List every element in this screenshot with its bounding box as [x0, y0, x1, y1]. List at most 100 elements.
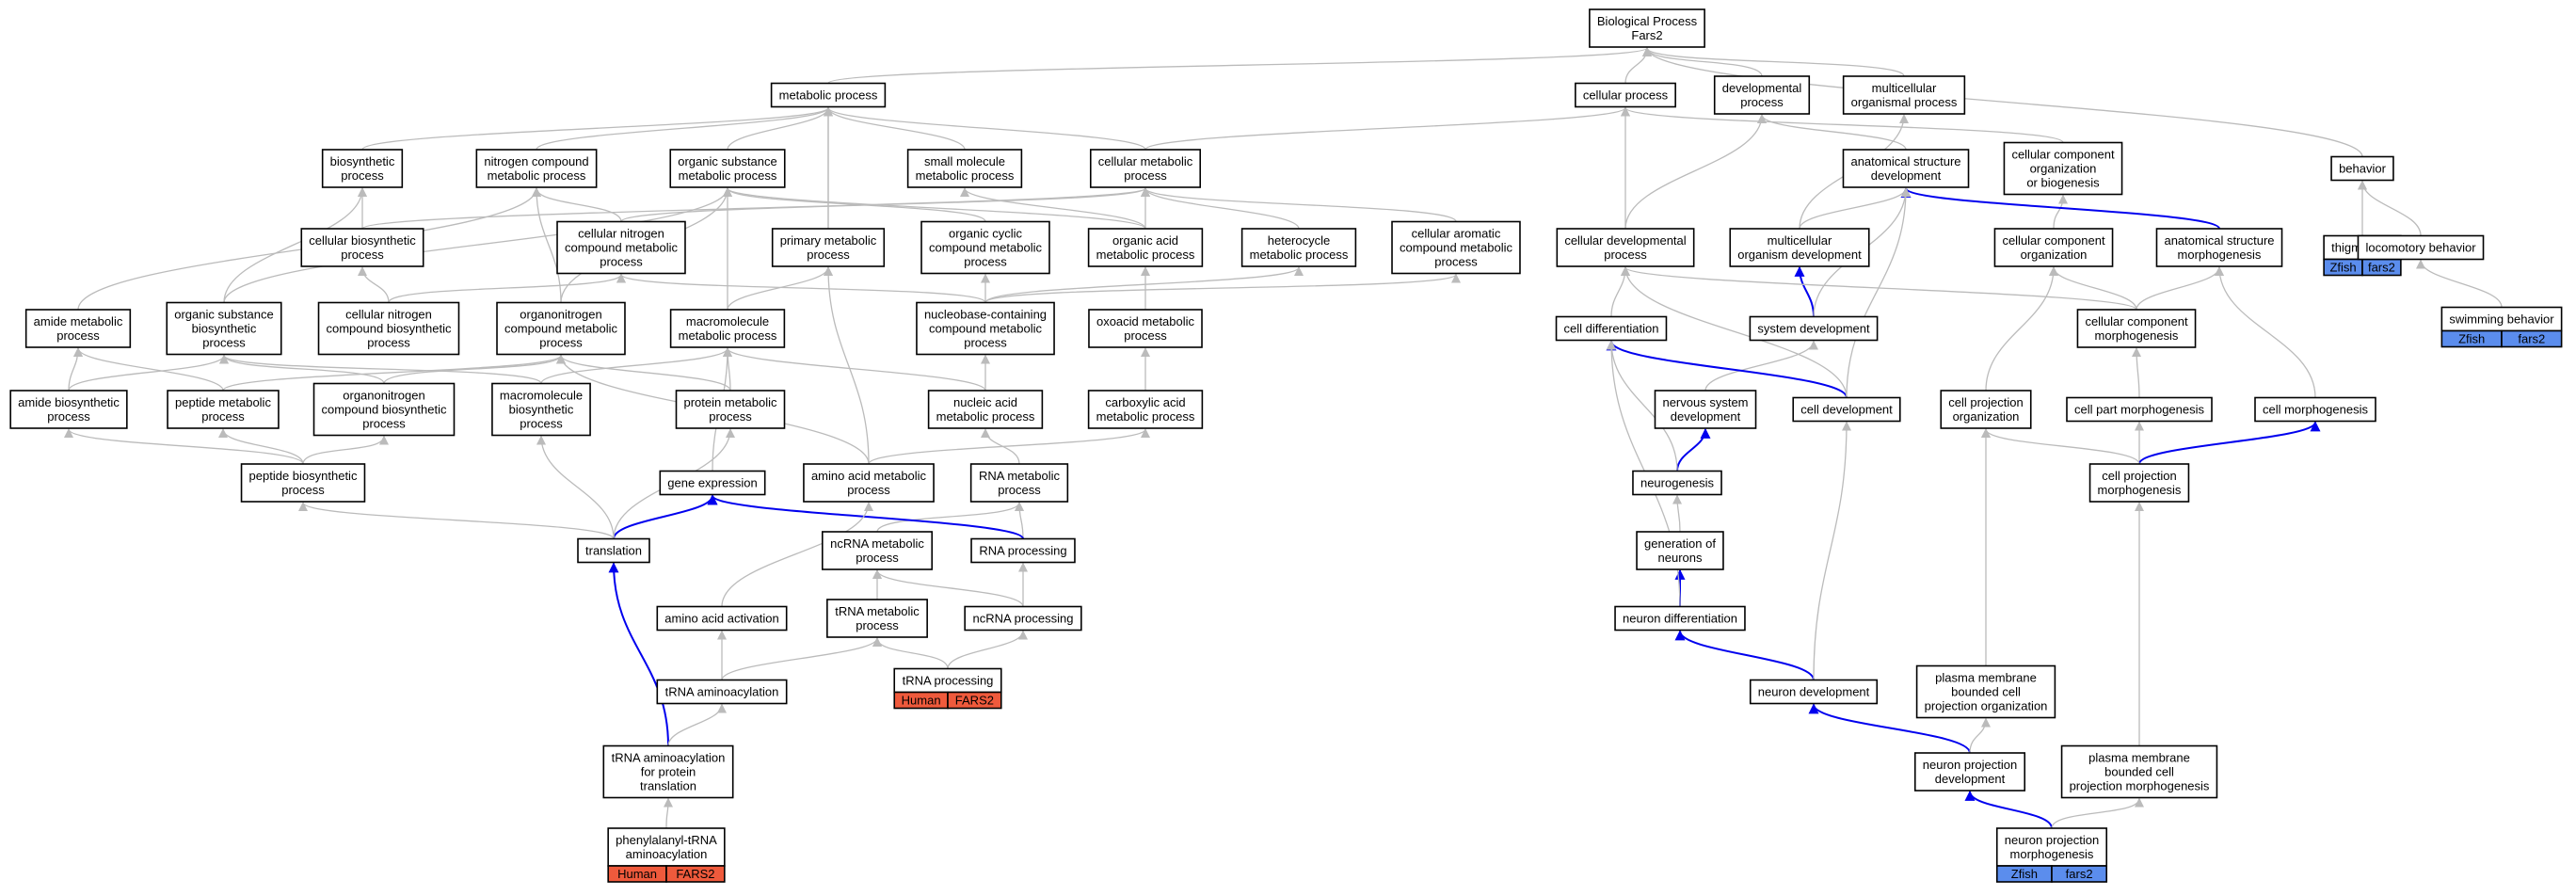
is-a-edge — [1624, 47, 1652, 84]
is-a-edge — [302, 435, 389, 465]
node-box — [556, 220, 686, 275]
node-label: macromolecule — [686, 314, 769, 328]
node-box — [475, 149, 598, 188]
node-label: nucleobase-containing — [924, 308, 1047, 322]
node-box — [2254, 396, 2376, 423]
go-term-node: neurogenesis — [1632, 470, 1722, 496]
node-label: development — [1935, 772, 2006, 786]
species-tag-label: Zfish — [2458, 332, 2485, 346]
node-label: cell projection — [2102, 469, 2177, 483]
node-box — [1993, 228, 2114, 267]
node-label: neuron projection — [2005, 833, 2099, 847]
node-label: process — [47, 409, 90, 424]
node-label: bounded cell — [2104, 765, 2174, 779]
node-label: process — [341, 248, 384, 262]
is-a-edge — [872, 569, 1024, 607]
node-label: amino acid activation — [664, 612, 778, 626]
node-label: anatomical structure — [1850, 154, 1960, 168]
is-a-edge — [1610, 266, 1630, 317]
is-a-edge — [1642, 47, 1763, 77]
is-a-edge — [984, 273, 1461, 304]
species-tag-cell — [947, 691, 1002, 710]
species-tag-label: fars2 — [2066, 867, 2093, 881]
node-label: morphogenesis — [2095, 328, 2179, 343]
node-box — [312, 382, 456, 437]
node-label: cell projection — [1948, 395, 2024, 409]
node-box — [826, 599, 928, 638]
node-label: morphogenesis — [2010, 847, 2094, 861]
is-a-edge — [1985, 266, 2058, 392]
node-label: process — [709, 409, 752, 424]
node-label: locomotory behavior — [2365, 241, 2476, 255]
is-a-edge — [1141, 187, 1300, 230]
node-box — [656, 679, 788, 705]
is-a-edge — [536, 435, 615, 539]
node-label: compound metabolic — [929, 241, 1042, 255]
highlight-edge — [2138, 421, 2321, 465]
is-a-edge — [218, 428, 304, 465]
go-term-node: locomotory behavior — [2357, 234, 2485, 261]
node-label: process — [964, 255, 1007, 269]
node-box — [240, 463, 366, 503]
node-box — [1391, 220, 1521, 275]
is-a-edge — [388, 273, 626, 304]
node-label: neuron projection — [1923, 758, 2017, 772]
is-a-edge — [723, 347, 986, 392]
node-label: process — [539, 336, 583, 350]
node-box — [607, 827, 726, 867]
node-label: cellular biosynthetic — [309, 233, 416, 248]
node-box — [656, 605, 788, 632]
is-a-edge — [2051, 797, 2144, 829]
is-a-edge — [532, 187, 622, 222]
is-a-edge — [532, 187, 562, 303]
is-a-edge — [721, 502, 873, 607]
highlight-edge — [1794, 265, 1815, 317]
node-label: system development — [1757, 322, 1870, 336]
is-a-edge — [723, 187, 986, 223]
node-label: process — [202, 336, 246, 350]
species-tag-label: FARS2 — [676, 867, 714, 881]
species-tag-label: Zfish — [2329, 261, 2356, 275]
node-label: small molecule — [924, 154, 1005, 168]
is-a-edge — [947, 630, 1028, 669]
go-term-node: cell part morphogenesis — [2066, 396, 2213, 423]
node-label: compound biosynthetic — [327, 322, 452, 336]
node-label: translation — [585, 544, 642, 558]
go-term-node: RNA processing — [970, 537, 1076, 564]
species-tag-label: Human — [902, 694, 941, 708]
node-label: tRNA processing — [903, 674, 994, 688]
node-label: cell part morphogenesis — [2074, 403, 2205, 417]
is-a-edge — [358, 266, 390, 303]
node-label: ncRNA metabolic — [830, 536, 924, 551]
is-a-edge — [540, 347, 732, 384]
node-label: organic cyclic — [949, 227, 1023, 241]
node-label: cellular component — [2085, 314, 2188, 328]
highlight-edge — [608, 562, 669, 746]
is-a-edge — [876, 502, 1024, 533]
node-box — [2003, 141, 2123, 196]
species-tag-label: Human — [617, 867, 657, 881]
node-box — [2060, 744, 2218, 799]
node-box — [2088, 463, 2190, 503]
species-tag-label: fars2 — [2518, 332, 2545, 346]
node-label: compound biosynthetic — [322, 403, 447, 417]
node-label: cellular nitrogen — [578, 227, 664, 241]
is-a-edge — [721, 637, 882, 680]
